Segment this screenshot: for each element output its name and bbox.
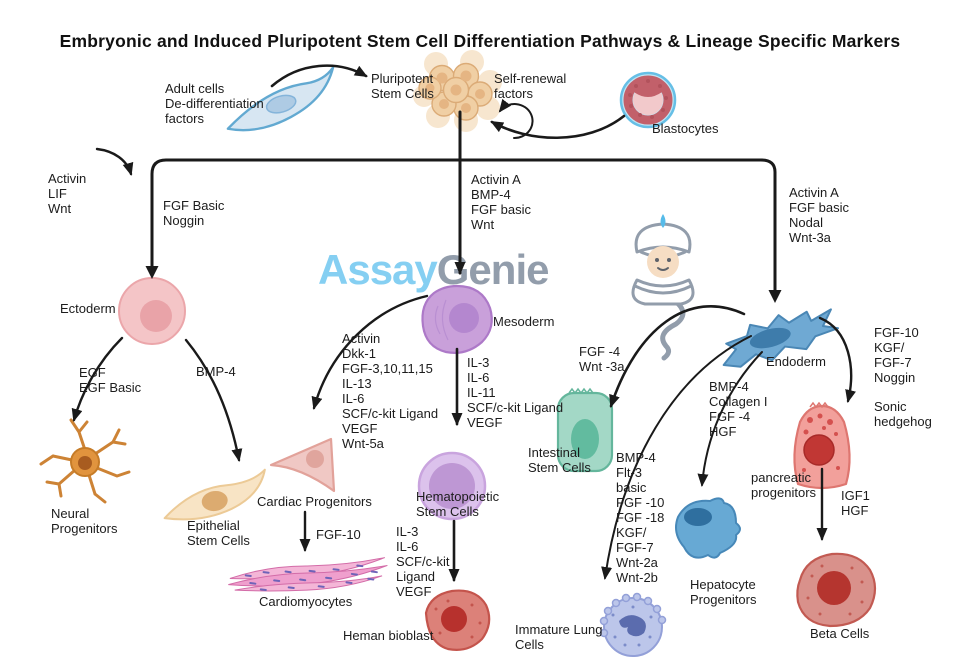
- label-cardiac-progenitors: Cardiac Progenitors: [257, 494, 372, 509]
- arrow-endoderm-to-lung: [601, 335, 752, 580]
- label-pluripotent: Pluripotent Stem Cells: [371, 71, 434, 101]
- page-title: Embryonic and Induced Pluripotent Stem C…: [59, 31, 901, 51]
- label-hsc-down-factors: IL-3 IL-6 SCF/c-kit Ligand VEGF: [396, 524, 450, 599]
- arrow-endoderm-to-intestinal: [609, 304, 746, 408]
- label-pancreatic: pancreatic progenitors: [751, 470, 817, 500]
- hematopoietic-stem-cell-icon: [417, 451, 487, 521]
- neural-progenitor-icon: [39, 418, 131, 504]
- label-activin-a-right: Activin A FGF basic Nodal Wnt-3a: [789, 185, 849, 245]
- label-activin-lif-wnt: Activin LIF Wnt: [48, 171, 87, 216]
- watermark-assay: Assay: [318, 246, 438, 293]
- beta-cell-icon: [796, 552, 877, 628]
- label-igf1-hgf: IGF1 HGF: [841, 488, 870, 518]
- label-fgf-basic-noggin: FGF Basic Noggin: [163, 198, 225, 228]
- label-bmp4: BMP-4: [196, 364, 236, 379]
- label-immature-lung: Immature Lung Cells: [515, 622, 603, 652]
- ectoderm-cell-icon: [118, 277, 186, 345]
- pancreatic-progenitor-icon: [793, 401, 851, 490]
- arrowhead-to-ectoderm: [145, 266, 159, 279]
- intestinal-stem-cell-icon: [556, 387, 614, 473]
- arrowhead-to-endoderm: [768, 290, 782, 303]
- arrow-ectoderm-to-epithelial: [184, 338, 243, 462]
- label-intestinal: Intestinal Stem Cells: [528, 445, 591, 475]
- label-adult-cells: Adult cells De-differentiation factors: [165, 81, 264, 126]
- label-mesoderm-left-factors: Activin Dkk-1 FGF-3,10,11,15 IL-13 IL-6 …: [342, 331, 439, 451]
- label-epithelial-stem-cells: Epithelial Stem Cells: [187, 518, 250, 548]
- label-self-renewal: Self-renewal factors: [494, 71, 567, 101]
- arrow-activin-lif-wnt: [95, 147, 134, 176]
- label-hepatocyte-factors: BMP-4 Collagen I FGF -4 HGF: [709, 379, 768, 439]
- heman-bioblast-icon: [424, 589, 491, 651]
- arrow-self-renewal-loop: [498, 98, 534, 140]
- label-hepatocyte: Hepatocyte Progenitors: [690, 577, 757, 607]
- label-endoderm: Endoderm: [766, 354, 826, 369]
- cardiomyocytes-icon: [228, 557, 388, 592]
- arrow-blastocyte-to-pluripotent: [490, 114, 626, 139]
- mesoderm-cell-icon: [421, 284, 493, 354]
- label-neural-progenitors: Neural Progenitors: [51, 506, 118, 536]
- arrow-endoderm-to-pancreatic: [818, 316, 856, 403]
- pluripotent-stem-cells-icon: [413, 50, 502, 132]
- endoderm-cell-icon: [722, 308, 840, 368]
- label-lung-factors: BMP-4 Flt-3 basic FGF -10 FGF -18 KGF/ F…: [616, 450, 665, 585]
- label-mesoderm: Mesoderm: [493, 314, 555, 329]
- label-hematopoietic: Hematopoietic Stem Cells: [416, 489, 500, 519]
- cardiac-progenitor-icon: [269, 437, 336, 493]
- epithelial-stem-cell-icon: [163, 468, 266, 521]
- label-heman-bioblast: Heman bioblast: [343, 628, 434, 643]
- label-activin-a-center: Activin A BMP-4 FGF basic Wnt: [471, 172, 531, 232]
- label-fgf4-wnt3a: FGF -4 Wnt -3a: [579, 344, 625, 374]
- label-fgf10: FGF-10: [316, 527, 361, 542]
- arrow-mesoderm-to-cardiac: [311, 294, 429, 410]
- arrow-adult-to-pluripotent: [270, 64, 368, 88]
- arrow-endoderm-to-hepatocyte: [697, 351, 763, 487]
- label-sonic-hedgehog: Sonic hedgehog: [874, 399, 932, 429]
- label-ectoderm: Ectoderm: [60, 301, 116, 316]
- arrows: [71, 64, 856, 582]
- label-blastocytes: Blastocytes: [652, 121, 719, 136]
- hepatocyte-progenitor-icon: [675, 497, 741, 559]
- label-egf: EGF EGF Basic: [79, 365, 142, 395]
- label-cardiomyocytes: Cardiomyocytes: [259, 594, 353, 609]
- bracket-line: [150, 158, 777, 292]
- immature-lung-cell-icon: [599, 592, 667, 657]
- label-endoderm-right-factors: FGF-10 KGF/ FGF-7 Noggin: [874, 325, 919, 385]
- label-beta-cells: Beta Cells: [810, 626, 870, 641]
- adult-cell-icon: [226, 66, 335, 132]
- blastocyte-icon: [619, 71, 677, 129]
- label-mesoderm-down-factors: IL-3 IL-6 IL-11 SCF/c-kit Ligand VEGF: [467, 355, 564, 430]
- arrow-ectoderm-to-neural: [71, 336, 124, 422]
